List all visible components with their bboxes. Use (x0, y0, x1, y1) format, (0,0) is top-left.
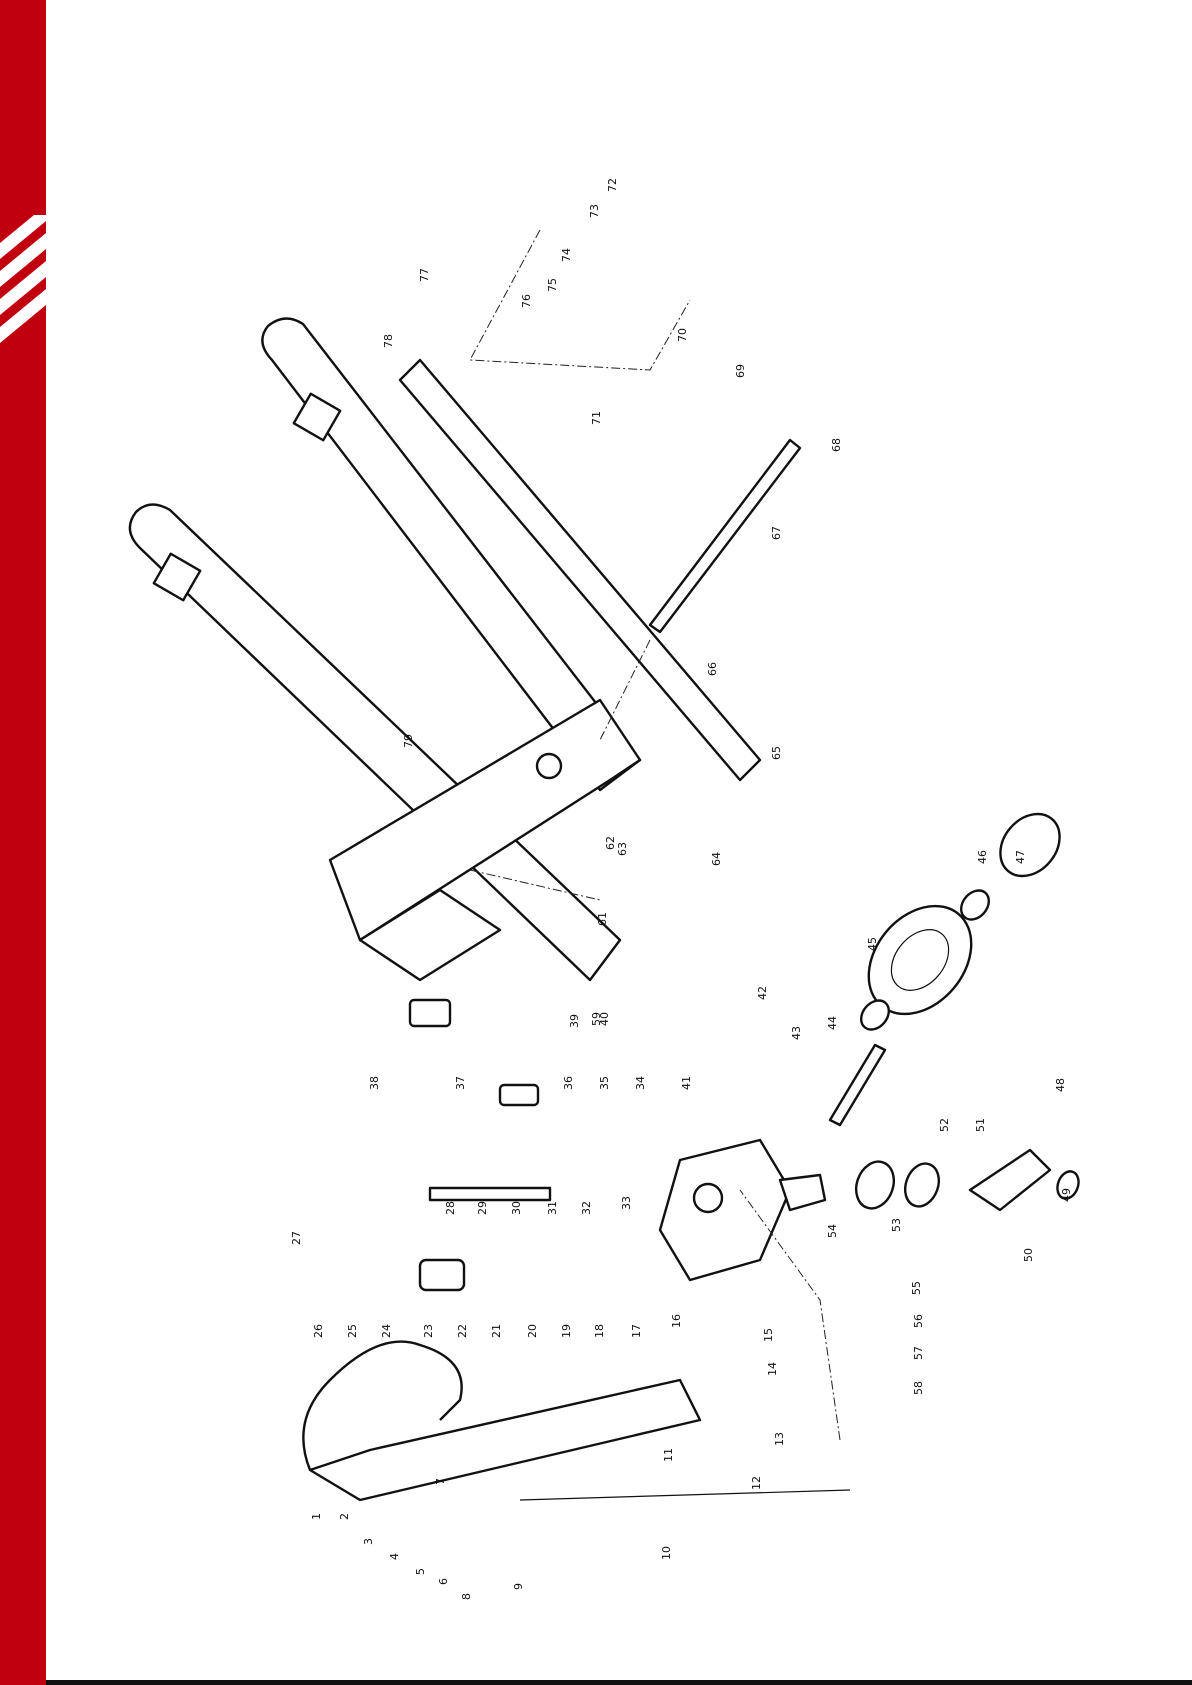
part-number: 20 (526, 1324, 539, 1338)
part-number: 16 (670, 1314, 683, 1328)
part-number: 42 (756, 986, 769, 1000)
part-number: 19 (560, 1324, 573, 1338)
part-number: 68 (830, 438, 843, 452)
part-number: 45 (866, 937, 879, 951)
part-number: 34 (634, 1076, 647, 1090)
part-number: 5 (414, 1568, 427, 1575)
part-number: 56 (912, 1314, 925, 1328)
part-number: 50 (1022, 1248, 1035, 1262)
part-number: 44 (826, 1016, 839, 1030)
part-number: 55 (910, 1281, 923, 1295)
part-number: 33 (620, 1196, 633, 1210)
part-number: 23 (422, 1324, 435, 1338)
part-number: 37 (454, 1076, 467, 1090)
part-number: 69 (734, 364, 747, 378)
part-number: 11 (662, 1448, 675, 1462)
part-number: 71 (590, 411, 603, 425)
part-number: 24 (380, 1324, 393, 1338)
part-number: 9 (512, 1583, 525, 1590)
red-side-bar (0, 0, 46, 1685)
part-number: 38 (368, 1076, 381, 1090)
part-number: 72 (606, 178, 619, 192)
part-number-callouts: 1 2 3 4 5 6 7 8 9 10 11 12 13 14 15 16 1… (46, 0, 1192, 1680)
part-number: 31 (546, 1201, 559, 1215)
part-number: 39 (568, 1014, 581, 1028)
part-number: 21 (490, 1324, 503, 1338)
part-number: 63 (616, 842, 629, 856)
part-number: 28 (444, 1201, 457, 1215)
part-number: 58 (912, 1381, 925, 1395)
part-number: 29 (476, 1201, 489, 1215)
part-number: 8 (460, 1593, 473, 1600)
part-number: 53 (890, 1218, 903, 1232)
part-number: 67 (770, 526, 783, 540)
part-number: 74 (560, 248, 573, 262)
part-number: 6 (437, 1578, 450, 1585)
part-number: 78 (382, 334, 395, 348)
part-number: 47 (1014, 850, 1027, 864)
part-number: 25 (346, 1324, 359, 1338)
part-number: 32 (580, 1201, 593, 1215)
part-number: 4 (388, 1553, 401, 1560)
part-number: 66 (706, 662, 719, 676)
part-number: 54 (826, 1224, 839, 1238)
part-number: 18 (593, 1324, 606, 1338)
part-number: 73 (588, 204, 601, 218)
part-number: 46 (976, 850, 989, 864)
part-number: 10 (660, 1546, 673, 1560)
part-number: 22 (456, 1324, 469, 1338)
part-number: 70 (676, 328, 689, 342)
part-number: 57 (912, 1346, 925, 1360)
part-number: 77 (418, 268, 431, 282)
part-number: 65 (770, 746, 783, 760)
part-number: 51 (974, 1118, 987, 1132)
bottom-rule (46, 1680, 1192, 1685)
part-number: 7 (434, 1478, 447, 1485)
part-number: 79 (402, 734, 415, 748)
part-number: 76 (520, 294, 533, 308)
part-number: 59 (590, 1012, 603, 1026)
part-number: 48 (1054, 1078, 1067, 1092)
part-number: 36 (562, 1076, 575, 1090)
part-number: 61 (596, 912, 609, 926)
part-number: 27 (290, 1231, 303, 1245)
part-number: 64 (710, 852, 723, 866)
part-number: 12 (750, 1476, 763, 1490)
diagonal-stripes-logo-icon (0, 215, 46, 345)
part-number: 41 (680, 1076, 693, 1090)
part-number: 26 (312, 1324, 325, 1338)
part-number: 2 (338, 1513, 351, 1520)
part-number: 30 (510, 1201, 523, 1215)
part-number: 75 (546, 278, 559, 292)
part-number: 43 (790, 1026, 803, 1040)
part-number: 1 (310, 1513, 323, 1520)
part-number: 13 (773, 1432, 786, 1446)
part-number: 52 (938, 1118, 951, 1132)
part-number: 49 (1060, 1188, 1073, 1202)
part-number: 35 (598, 1076, 611, 1090)
part-number: 15 (762, 1328, 775, 1342)
part-number: 14 (766, 1362, 779, 1376)
part-number: 3 (362, 1538, 375, 1545)
part-number: 17 (630, 1324, 643, 1338)
